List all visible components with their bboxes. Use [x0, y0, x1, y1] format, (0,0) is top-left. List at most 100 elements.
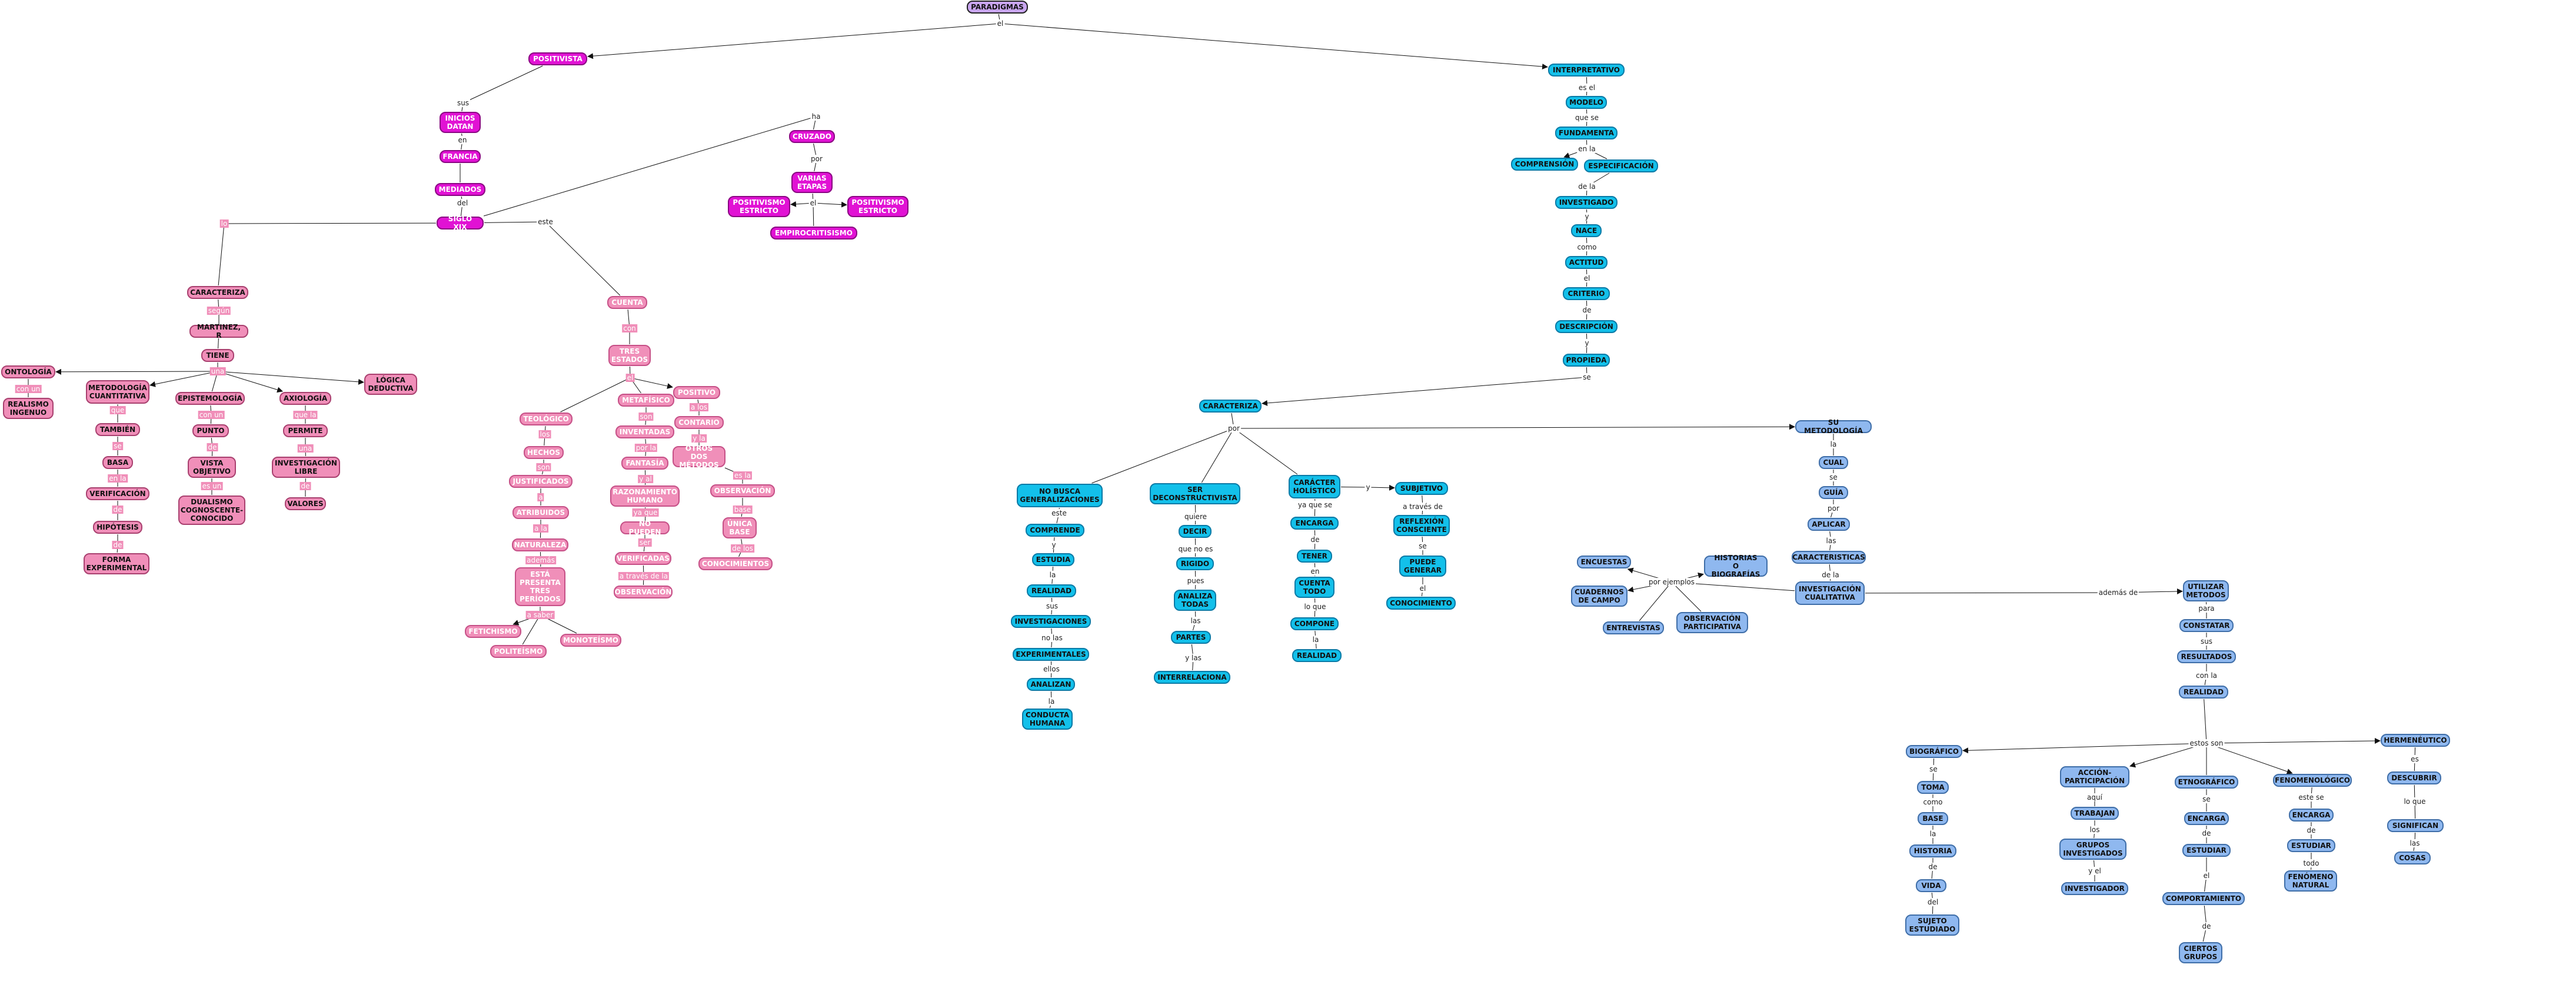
concept-node-analiza[interactable]: ANALIZA TODAS [1174, 590, 1216, 611]
concept-node-historias[interactable]: HISTORIAS O BIOGRAFÍAS [1704, 554, 1768, 578]
concept-node-invcual[interactable]: INVESTIGACIÓN CUALITATIVA [1795, 581, 1865, 605]
concept-node-justificados[interactable]: JUSTIFICADOS [509, 475, 573, 488]
concept-node-caracteristicas[interactable]: CARACTERISTICAS [1792, 551, 1866, 564]
concept-node-fantasia[interactable]: FANTASÍA [621, 457, 668, 470]
concept-node-encarga1[interactable]: ENCARGA [1290, 517, 1339, 530]
concept-node-interrelaciona[interactable]: INTERRELACIONA [1154, 671, 1230, 684]
concept-node-trabajan[interactable]: TRABAJAN [2071, 807, 2119, 820]
concept-node-base2[interactable]: BASE [1918, 812, 1948, 825]
concept-node-ciertos[interactable]: CIERTOS GRUPOS [2179, 942, 2222, 963]
concept-node-basa[interactable]: BASA [102, 456, 133, 469]
concept-node-especificacion[interactable]: ESPECIFICACIÓN [1584, 159, 1658, 172]
concept-node-tiene[interactable]: TIENE [201, 349, 234, 362]
concept-node-empirio[interactable]: EMPIROCRITISISMO [770, 227, 857, 240]
concept-node-teologico[interactable]: TEOLÓGICO [520, 413, 573, 425]
concept-node-contario[interactable]: CONTARIO [674, 416, 724, 429]
concept-node-historia[interactable]: HISTORIA [1909, 844, 1956, 857]
concept-node-atribuidos[interactable]: ATRIBUIDOS [512, 506, 569, 519]
concept-node-observacion1[interactable]: OBSERVACIÓN [614, 586, 673, 598]
concept-node-sigloxix[interactable]: SIGLO XIX [437, 215, 484, 231]
concept-node-observpart[interactable]: OBSERVACIÓN PARTICIPATIVA [1676, 612, 1748, 633]
concept-node-axiologia[interactable]: AXIOLOGÍA [279, 392, 331, 405]
concept-node-encuestas[interactable]: ENCUESTAS [1577, 556, 1631, 568]
concept-node-naturaleza[interactable]: NATURALEZA [512, 538, 568, 551]
concept-node-realidad1[interactable]: REALIDAD [1027, 584, 1076, 597]
concept-node-conducta[interactable]: CONDUCTA HUMANA [1022, 709, 1073, 730]
concept-node-esta[interactable]: ESTÁ PRESENTA TRES PERÍODOS [515, 567, 565, 606]
concept-node-hipotesis[interactable]: HIPÓTESIS [93, 521, 142, 534]
concept-node-vida[interactable]: VIDA [1916, 879, 1946, 892]
concept-node-descubrir[interactable]: DESCUBRIR [2387, 771, 2441, 784]
concept-node-reflexion[interactable]: REFLEXIÓN CONSCIENTE [1393, 515, 1450, 536]
concept-node-entrevistas[interactable]: ENTREVISTAS [1603, 621, 1664, 634]
concept-node-punto[interactable]: PUNTO [192, 424, 229, 437]
concept-node-tener[interactable]: TENER [1297, 550, 1332, 563]
concept-node-tambien[interactable]: TAMBIÉN [95, 423, 140, 436]
concept-node-verificacion[interactable]: VERIFICACIÓN [86, 487, 149, 500]
concept-node-monoteismo[interactable]: MONOTEÍSMO [560, 634, 621, 647]
concept-node-realidad3[interactable]: REALIDAD [2179, 686, 2228, 699]
concept-node-realismo[interactable]: REALISMO INGENUO [3, 398, 54, 419]
concept-node-posestricto[interactable]: POSITIVISMO ESTRICTO [728, 196, 790, 217]
concept-node-rigido[interactable]: RIGIDO [1176, 557, 1214, 570]
concept-node-positivista[interactable]: POSITIVISTA [528, 52, 587, 65]
concept-node-descripcion[interactable]: DESCRIPCIÓN [1555, 320, 1618, 333]
concept-node-cuadernos[interactable]: CUADERNOS DE CAMPO [1571, 586, 1628, 607]
concept-node-nobusca[interactable]: NO BUSCA GENERALIZACIONES [1017, 484, 1103, 507]
concept-node-varias[interactable]: VARIAS ETAPAS [791, 172, 833, 193]
concept-node-investigado[interactable]: INVESTIGADO [1555, 196, 1618, 209]
concept-node-unica[interactable]: ÚNICA BASE [723, 517, 757, 538]
concept-node-comprende[interactable]: COMPRENDE [1026, 524, 1084, 537]
concept-node-biografico[interactable]: BIOGRÁFICO [1906, 745, 1962, 758]
concept-node-conocimiento[interactable]: CONOCIMIENTO [1386, 597, 1456, 610]
concept-node-toma[interactable]: TOMA [1917, 781, 1949, 794]
concept-node-fundamenta[interactable]: FUNDAMENTA [1555, 127, 1618, 139]
concept-node-positivo[interactable]: POSITIVO [673, 386, 720, 399]
concept-node-caracteriza1[interactable]: CARACTERIZA [187, 286, 248, 299]
concept-node-sujeto[interactable]: SUJETO ESTUDIADO [1905, 914, 1959, 936]
concept-node-razonamiento[interactable]: RAZONAMIENTO HUMANO [610, 485, 680, 507]
concept-node-martinez[interactable]: MARTINEZ, R [189, 323, 248, 340]
concept-node-verificadas[interactable]: VERIFICADAS [615, 552, 671, 565]
concept-node-propiedad[interactable]: PROPIEDA [1563, 354, 1610, 367]
concept-node-significan[interactable]: SIGNIFICAN [2387, 819, 2444, 832]
concept-node-nace[interactable]: NACE [1571, 224, 1602, 237]
concept-node-observacion2[interactable]: OBSERVACIÓN [710, 484, 775, 497]
concept-node-metafisico[interactable]: METAFÍSICO [618, 394, 674, 407]
concept-node-cuentatodo[interactable]: CUENTA TODO [1294, 577, 1334, 598]
concept-node-cruzado[interactable]: CRUZADO [789, 130, 835, 143]
concept-node-utilizar[interactable]: UTILIZAR METODOS [2183, 580, 2229, 601]
concept-node-accion[interactable]: ACCIÓN- PARTICIPACIÓN [2060, 766, 2129, 787]
concept-node-conocimientos[interactable]: CONOCIMIENTOS [698, 557, 773, 570]
concept-node-caracter[interactable]: CARÁCTER HOLÍSTICO [1289, 475, 1340, 498]
concept-node-actitud[interactable]: ACTITUD [1565, 256, 1607, 269]
concept-node-forma[interactable]: FORMA EXPERIMENTAL [84, 553, 149, 574]
concept-node-politeismo[interactable]: POLITEÍSMO [490, 645, 547, 658]
concept-node-otros[interactable]: OTROS DOS MÉTODOS [673, 444, 725, 469]
concept-node-constatar[interactable]: CONSTATAR [2179, 619, 2234, 632]
concept-node-metodologia[interactable]: METODOLOGÍA CUANTITATIVA [86, 380, 149, 404]
concept-node-inventadas[interactable]: INVENTADAS [615, 425, 674, 438]
concept-node-subjetivo[interactable]: SUBJETIVO [1395, 482, 1448, 495]
concept-node-sumetodologia[interactable]: SU METODOLOGÍA [1795, 418, 1872, 435]
concept-node-hechos[interactable]: HECHOS [524, 446, 564, 459]
concept-node-puede[interactable]: PUEDE GENERAR [1399, 556, 1446, 577]
concept-node-criterio[interactable]: CRITERIO [1563, 287, 1610, 300]
concept-node-cosas[interactable]: COSAS [2394, 852, 2431, 864]
concept-node-investigaciones[interactable]: INVESTIGACIONES [1011, 615, 1091, 628]
concept-node-tres[interactable]: TRES ESTADOS [608, 345, 651, 366]
concept-node-valores[interactable]: VALORES [285, 497, 326, 510]
concept-node-vista[interactable]: VISTA OBJETIVO [188, 457, 236, 478]
concept-node-modelo[interactable]: MODELO [1566, 96, 1607, 109]
concept-node-cual[interactable]: CUAL [1819, 456, 1848, 469]
concept-node-comprension[interactable]: COMPRENSIÓN [1511, 158, 1578, 171]
concept-node-investigador[interactable]: INVESTIGADOR [2061, 882, 2128, 895]
concept-node-partes[interactable]: PARTES [1171, 631, 1211, 644]
concept-node-realidad2[interactable]: REALIDAD [1292, 649, 1342, 662]
concept-node-fenomenologico[interactable]: FENOMENOLÓGICO [2273, 774, 2352, 787]
concept-node-inicios[interactable]: INICIOS DATAN [440, 112, 481, 133]
concept-node-comportamiento[interactable]: COMPORTAMIENTO [2162, 892, 2245, 905]
concept-node-grupos[interactable]: GRUPOS INVESTIGADOS [2059, 839, 2126, 860]
concept-node-epistemologia[interactable]: EPISTEMOLOGÍA [175, 392, 245, 405]
concept-node-francia[interactable]: FRANCIA [440, 150, 481, 163]
